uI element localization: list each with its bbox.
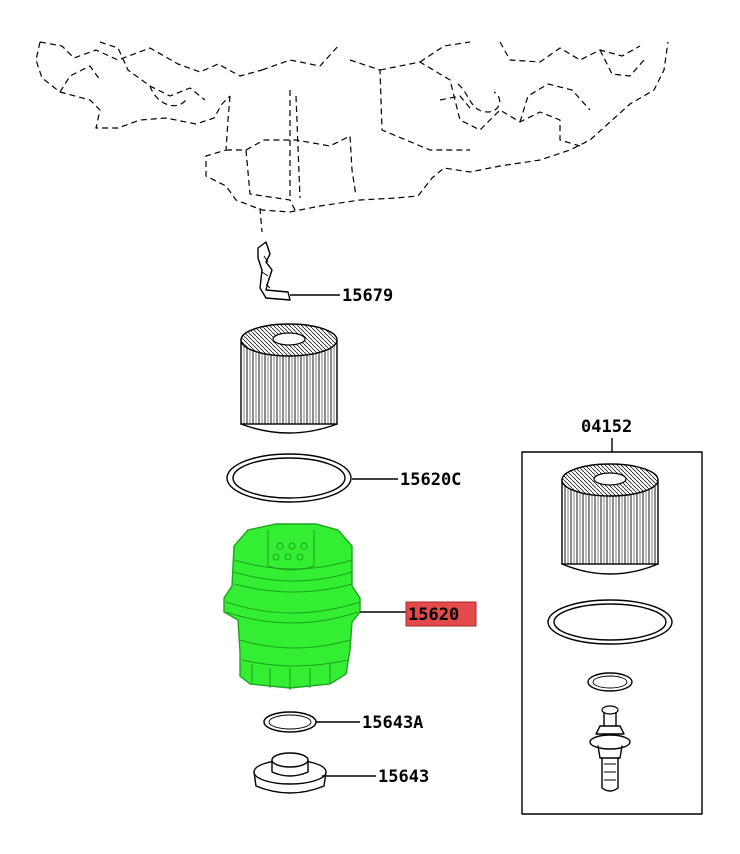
part-04152-kit — [521, 438, 703, 815]
part-label-15679[interactable]: 15679 — [342, 286, 393, 306]
part-15620-filter-cap — [223, 523, 406, 690]
engine-housing — [35, 41, 669, 233]
part-15643a-gasket — [263, 711, 360, 733]
part-label-15643a[interactable]: 15643A — [362, 713, 423, 733]
kit-o-ring-small — [587, 672, 633, 692]
part-label-15620-highlight — [405, 601, 477, 627]
oil-filter-element — [240, 323, 338, 434]
part-15679-bracket — [257, 241, 340, 301]
part-15643-drain-plug — [253, 752, 376, 794]
part-label-15620c[interactable]: 15620C — [400, 470, 461, 490]
kit-filter-element — [561, 463, 659, 575]
part-label-15643[interactable]: 15643 — [378, 767, 429, 787]
kit-drain-valve — [589, 705, 631, 792]
part-label-04152[interactable]: 04152 — [581, 417, 632, 437]
part-label-15620[interactable]: 15620 — [408, 605, 459, 625]
kit-o-ring-large — [547, 599, 673, 645]
part-15620c-o-ring — [226, 453, 398, 503]
